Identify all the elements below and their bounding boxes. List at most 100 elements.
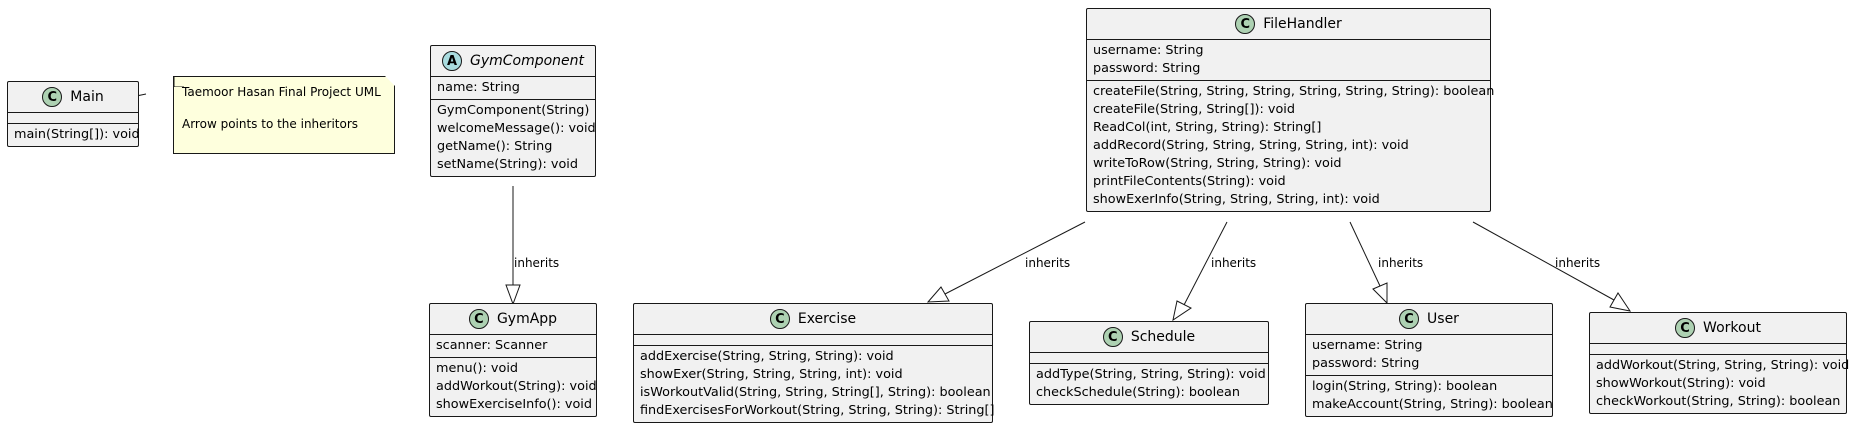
class-field: password: String [1312, 356, 1420, 371]
class-method: addExercise(String, String, String): voi… [640, 349, 894, 364]
class-method: isWorkoutValid(String, String, String[],… [640, 385, 991, 400]
class-header: C GymApp [430, 304, 596, 335]
class-workout[interactable]: C Workout addWorkout(String, String, Strin… [1589, 312, 1850, 414]
class-method: checkWorkout(String, String): boolean [1596, 394, 1841, 409]
class-method: addRecord(String, String, String, String… [1093, 138, 1409, 153]
note-fold-icon [174, 77, 184, 87]
class-method: main(String[]): void [14, 127, 140, 142]
class-method: login(String, String): boolean [1312, 379, 1498, 394]
class-method: makeAccount(String, String): boolean [1312, 397, 1553, 412]
edge-filehandler-workout [1472, 221, 1615, 301]
class-method: showExerciseInfo(): void [436, 397, 592, 412]
methods-section: GymComponent(String) welcomeMessage(): vo… [431, 100, 596, 176]
arrowhead-gymapp [505, 284, 521, 306]
class-header: C Main [8, 82, 138, 113]
class-header: C Workout [1590, 313, 1846, 344]
class-method: setName(String): void [437, 157, 578, 172]
class-name: GymApp [496, 311, 558, 327]
class-method: welcomeMessage(): void [437, 121, 596, 136]
edge-label-gymapp: inherits [514, 256, 560, 270]
class-method: showWorkout(String): void [1596, 376, 1766, 391]
methods-section: addWorkout(String, String, String): void… [1590, 355, 1850, 413]
class-name: GymComponent [469, 53, 585, 69]
class-name: Workout [1703, 320, 1761, 336]
note-line-2 [182, 101, 386, 115]
methods-section: login(String, String): boolean makeAccoun… [1306, 376, 1553, 416]
class-method: ReadCol(int, String, String): String[] [1093, 120, 1322, 135]
arrowhead-user [1372, 282, 1388, 305]
class-name: User [1427, 311, 1459, 327]
class-header: C Exercise [634, 304, 992, 335]
class-method: checkSchedule(String): boolean [1036, 385, 1240, 400]
diagram-note: Taemoor Hasan Final Project UML Arrow po… [173, 76, 395, 154]
arrowhead-schedule [1172, 300, 1192, 322]
methods-section: main(String[]): void [8, 124, 140, 146]
class-field: password: String [1093, 61, 1201, 76]
class-name: FileHandler [1263, 16, 1342, 32]
methods-section: addExercise(String, String, String): voi… [634, 346, 995, 422]
abstract-class-icon: A [441, 51, 462, 71]
class-header: C User [1306, 304, 1552, 335]
methods-section: createFile(String, String, String, Strin… [1087, 81, 1495, 211]
class-method: findExercisesForWorkout(String, String, … [640, 403, 995, 418]
class-name: Exercise [797, 311, 857, 327]
class-method: writeToRow(String, String, String): void [1093, 156, 1342, 171]
edge-label-exercise: inherits [1025, 256, 1071, 270]
fields-section: username: String password: String [1306, 335, 1552, 376]
class-icon: C [1399, 309, 1420, 329]
fields-section [634, 335, 992, 346]
class-header: A GymComponent [431, 46, 595, 77]
class-gymapp[interactable]: C GymApp scanner: Scanner menu(): void addWo… [429, 303, 597, 417]
class-name: Main [70, 89, 104, 105]
class-method: addWorkout(String): void [436, 379, 597, 394]
class-method: showExerInfo(String, String, String, int… [1093, 192, 1380, 207]
edge-label-workout: inherits [1555, 256, 1601, 270]
class-method: menu(): void [436, 361, 519, 376]
fields-section [8, 113, 138, 124]
class-method: showExer(String, String, String, int): v… [640, 367, 903, 382]
class-header: C FileHandler [1087, 9, 1490, 40]
fields-section: username: String password: String [1087, 40, 1490, 81]
class-icon: C [1235, 14, 1256, 34]
methods-section: addType(String, String, String): void che… [1030, 364, 1268, 404]
fields-section [1030, 353, 1268, 364]
class-method: addWorkout(String, String, String): void [1596, 358, 1850, 373]
fields-section: scanner: Scanner [430, 335, 596, 358]
class-icon: C [42, 87, 63, 107]
note-line-3: Arrow points to the inheritors [182, 117, 359, 131]
class-icon: C [1675, 318, 1696, 338]
class-icon: C [1102, 327, 1123, 347]
class-method: getName(): String [437, 139, 553, 154]
class-method: GymComponent(String) [437, 103, 590, 118]
class-header: C Schedule [1030, 322, 1268, 353]
edge-filehandler-schedule [1183, 221, 1228, 306]
class-method: createFile(String, String[]): void [1093, 102, 1295, 117]
class-field: scanner: Scanner [436, 338, 548, 353]
methods-section: menu(): void addWorkout(String): void show… [430, 358, 597, 416]
class-exercise[interactable]: C Exercise addExercise(String, String, Str… [633, 303, 995, 423]
class-icon: C [769, 309, 790, 329]
note-line-1: Taemoor Hasan Final Project UML [182, 85, 381, 99]
edge-label-schedule: inherits [1211, 256, 1257, 270]
fields-section [1590, 344, 1846, 355]
class-user[interactable]: C User username: String password: String log… [1305, 303, 1553, 417]
class-filehandler[interactable]: C FileHandler username: String password: St… [1086, 8, 1495, 212]
class-main[interactable]: C Main main(String[]): void [7, 81, 140, 147]
edge-filehandler-exercise [944, 221, 1086, 295]
arrowhead-workout [1609, 292, 1632, 312]
edge-label-user: inherits [1378, 256, 1424, 270]
fields-section: name: String [431, 77, 595, 100]
class-field: username: String [1093, 43, 1204, 58]
arrowhead-exercise [926, 286, 950, 303]
class-method: printFileContents(String): void [1093, 174, 1286, 189]
edge-filehandler-user [1349, 221, 1381, 287]
class-schedule[interactable]: C Schedule addType(String, String, String)… [1029, 321, 1269, 405]
class-field: username: String [1312, 338, 1423, 353]
class-name: Schedule [1130, 329, 1196, 345]
class-field: name: String [437, 80, 520, 95]
class-method: addType(String, String, String): void [1036, 367, 1266, 382]
class-method: createFile(String, String, String, Strin… [1093, 84, 1495, 99]
class-icon: C [468, 309, 489, 329]
